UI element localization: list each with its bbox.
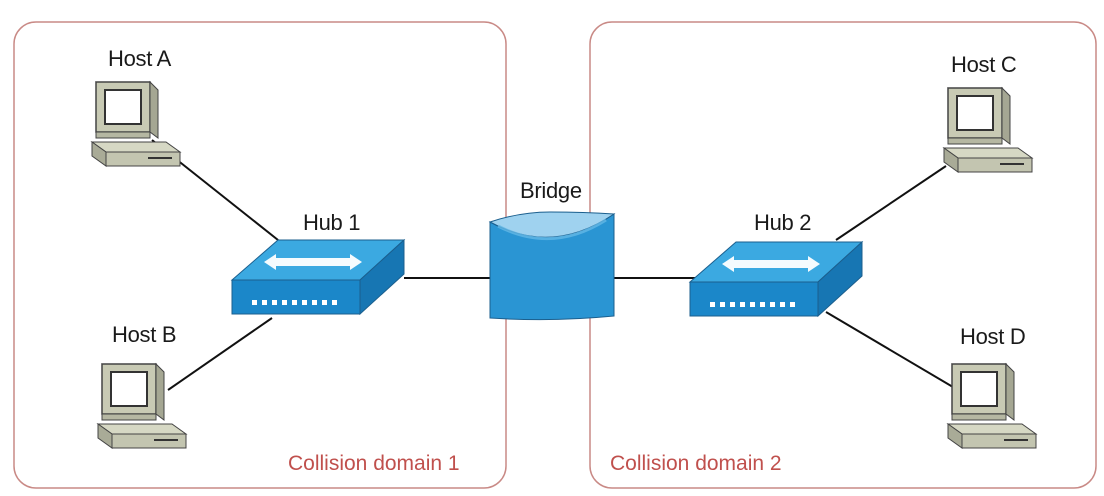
- collision-domain-2-label: Collision domain 2: [610, 452, 782, 475]
- host-c-label: Host C: [951, 52, 1017, 77]
- links: [151, 139, 959, 391]
- host-b-icon: [97, 363, 187, 449]
- collision-domain-1-label: Collision domain 1: [288, 452, 460, 475]
- host-a-icon: [91, 81, 181, 167]
- host-d-label: Host D: [960, 324, 1026, 349]
- hub-2-label: Hub 2: [754, 210, 812, 235]
- host-d-icon: [947, 363, 1037, 449]
- link-host-b-hub1: [167, 317, 273, 391]
- link-hub2-host-c: [835, 165, 947, 241]
- hub-1-label: Hub 1: [303, 210, 361, 235]
- host-b-label: Host B: [112, 322, 177, 347]
- hub-2-icon: [689, 241, 863, 317]
- host-a-label: Host A: [108, 46, 172, 71]
- bridge-label: Bridge: [520, 178, 582, 203]
- hub-1-icon: [231, 239, 405, 315]
- host-c-icon: [943, 87, 1033, 173]
- link-hub2-host-d: [825, 311, 959, 391]
- bridge-icon: [488, 211, 616, 321]
